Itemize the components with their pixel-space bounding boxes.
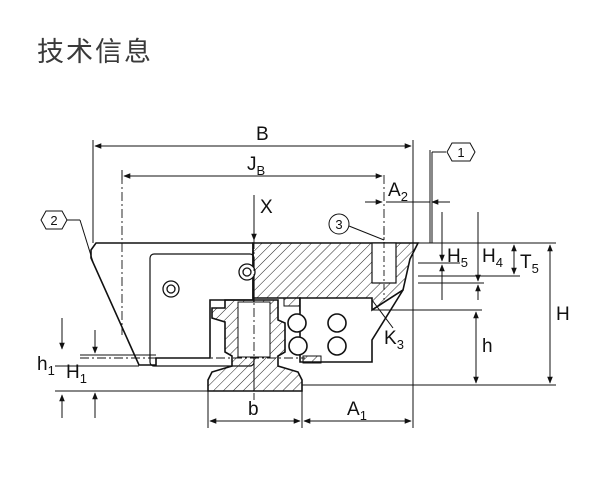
seal-details xyxy=(283,297,322,364)
dim-label-H: H xyxy=(556,304,570,325)
dim-label-A1: A1 xyxy=(347,399,367,423)
dim-label-A2: A2 xyxy=(388,180,408,204)
callout-1: 1 xyxy=(446,142,476,162)
dim-label-h1: h1 xyxy=(37,354,55,378)
dim-label-K3-main: K xyxy=(384,328,397,349)
dim-label-T5-main: T xyxy=(520,252,532,273)
center-lines xyxy=(80,175,385,400)
callout-3-label: 3 xyxy=(335,217,342,232)
dimension-labels: B JB A2 X H5 H4 T5 H K3 h h1 H1 b A1 xyxy=(37,124,570,423)
dim-label-H4-sub: 4 xyxy=(496,255,503,270)
dim-label-T5-sub: 5 xyxy=(532,261,539,276)
rolling-balls xyxy=(287,313,347,356)
dim-label-A2-main: A xyxy=(388,180,401,201)
dim-label-h1-main: h xyxy=(37,354,48,375)
dim-label-A1-main: A xyxy=(347,399,360,420)
page-title: 技术信息 xyxy=(37,37,153,68)
axis-label-X: X xyxy=(260,197,273,218)
dim-label-A2-sub: 2 xyxy=(401,189,408,204)
dim-label-H4: H4 xyxy=(482,246,503,270)
dim-label-H5-sub: 5 xyxy=(461,255,468,270)
dim-label-b: b xyxy=(248,399,259,420)
dim-label-h1-sub: 1 xyxy=(48,363,55,378)
callout-2: 2 xyxy=(40,210,68,230)
dim-label-JB-main: J xyxy=(247,154,257,175)
dim-label-H1-sub: 1 xyxy=(80,371,87,386)
guide-rail xyxy=(207,299,303,392)
carriage-body xyxy=(90,242,255,367)
dim-label-JB: JB xyxy=(247,154,265,178)
dim-label-K3-sub: 3 xyxy=(397,337,404,352)
lube-bore xyxy=(371,228,397,300)
dim-label-K3: K3 xyxy=(384,328,404,352)
carriage-end-block xyxy=(299,289,404,363)
dim-label-H5: H5 xyxy=(447,246,468,270)
callout-1-label: 1 xyxy=(457,145,464,160)
dim-label-H4-main: H xyxy=(482,246,496,267)
dim-label-T5: T5 xyxy=(520,252,539,276)
dim-label-JB-sub: B xyxy=(257,163,266,178)
dim-label-H1-main: H xyxy=(66,362,80,383)
dim-label-H1: H1 xyxy=(66,362,87,386)
dimension-lines xyxy=(55,140,556,428)
dim-label-B: B xyxy=(256,124,269,145)
callout-2-label: 2 xyxy=(50,213,57,228)
dim-label-h: h xyxy=(482,336,493,357)
callout-3: 3 xyxy=(328,213,350,235)
dim-label-A1-sub: 1 xyxy=(360,408,367,423)
grease-nipple xyxy=(162,263,256,298)
dim-label-H5-main: H xyxy=(447,246,461,267)
